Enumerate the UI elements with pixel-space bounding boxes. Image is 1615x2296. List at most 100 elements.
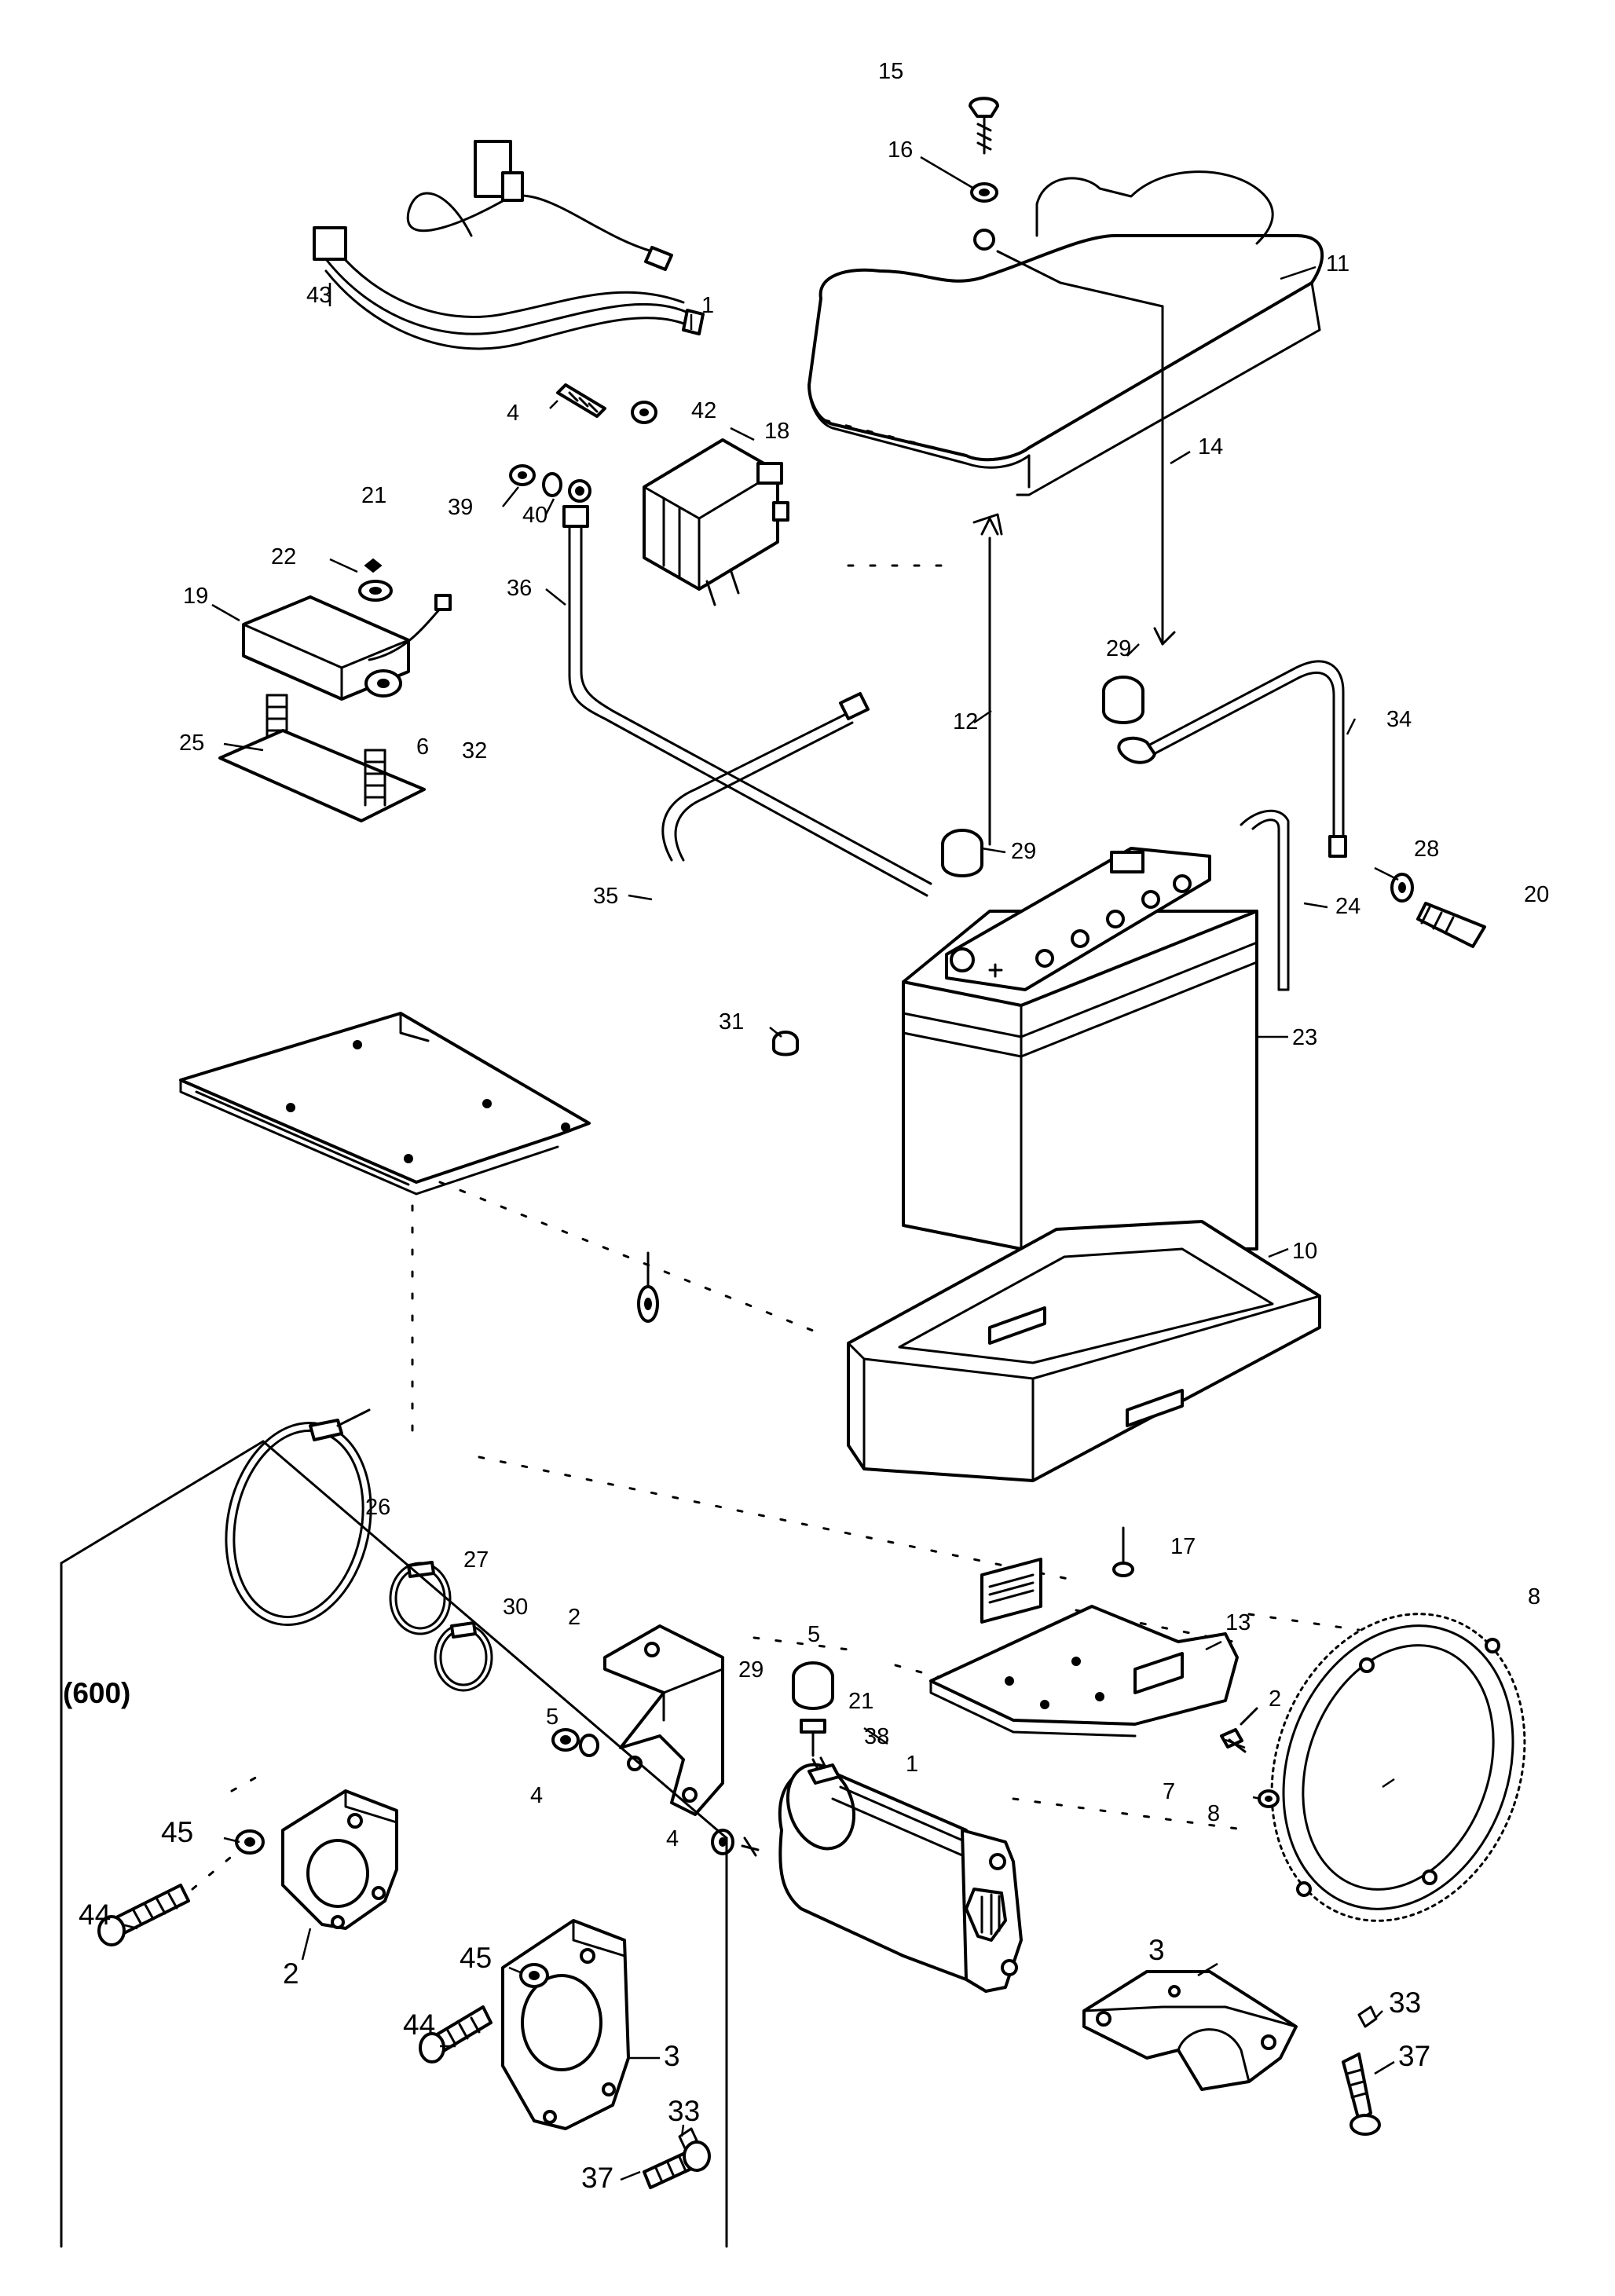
ring-gear <box>1270 1613 1526 1922</box>
callout-c28: 28 <box>1414 837 1439 862</box>
battery <box>902 847 1258 1251</box>
callout-c37-right: 37 <box>1398 2040 1430 2072</box>
callout-c30: 30 <box>503 1595 528 1620</box>
nut-washer-5 <box>551 1728 599 1757</box>
wiring-harness <box>313 140 705 350</box>
right-bracket <box>1082 1970 1298 2091</box>
callout-c33-box: 33 <box>668 2095 700 2127</box>
callout-c2-bracket: 2 <box>568 1605 580 1630</box>
callout-c23: 23 <box>1292 1025 1317 1050</box>
callout-c29-top: 29 <box>1106 636 1131 661</box>
box-screw <box>643 2127 711 2189</box>
callout-c19: 19 <box>183 584 208 609</box>
variant-box-title: (600) <box>63 1677 130 1709</box>
starter-washers <box>711 1829 760 1857</box>
large-hose-clamp <box>225 1408 372 1627</box>
callout-c27: 27 <box>463 1547 489 1573</box>
callout-c39: 39 <box>448 495 473 520</box>
callout-c45-a: 45 <box>161 1816 193 1848</box>
callout-c3-right: 3 <box>1148 1934 1165 1966</box>
variant-box <box>60 1440 728 2248</box>
terminal-caps <box>941 676 1144 877</box>
box-fastener-a <box>97 1829 265 1946</box>
callout-c34: 34 <box>1386 707 1412 732</box>
vent-hose <box>1240 809 1290 991</box>
callout-c8-ring: 8 <box>1528 1584 1540 1609</box>
callout-c8-washer: 8 <box>1207 1801 1220 1826</box>
callout-c5-mid: 5 <box>546 1705 558 1730</box>
callout-c35: 35 <box>593 884 618 909</box>
terminal-bolt <box>1390 873 1486 948</box>
battery-strap <box>1153 328 1176 646</box>
callout-c13: 13 <box>1225 1610 1251 1635</box>
callout-c33-right: 33 <box>1389 1987 1421 2019</box>
callout-c25-left: 25 <box>179 731 204 756</box>
ring-terminal <box>637 1251 659 1323</box>
upper-bracket <box>603 1624 724 1816</box>
callout-c20: 20 <box>1524 882 1549 907</box>
regulator <box>242 558 452 701</box>
callout-c43: 43 <box>306 283 331 308</box>
box-bracket-2 <box>281 1789 398 1930</box>
callout-c5-top: 5 <box>808 1622 820 1647</box>
cable-36 <box>562 505 932 897</box>
mounting-plate <box>929 1558 1239 1738</box>
callout-c3-box: 3 <box>664 2040 680 2072</box>
cable-35 <box>661 692 870 862</box>
small-washers <box>509 464 591 503</box>
callout-c4-b: 4 <box>666 1826 679 1851</box>
callout-c18: 18 <box>764 419 789 444</box>
callout-c17: 17 <box>1170 1534 1196 1559</box>
callout-c40-top: 40 <box>522 503 547 528</box>
callout-c21-top: 21 <box>361 483 386 508</box>
callout-c29-low: 29 <box>738 1657 764 1683</box>
callout-c4-a: 4 <box>530 1783 543 1808</box>
callout-c42: 42 <box>691 398 716 423</box>
callout-c37-box: 37 <box>581 2162 613 2194</box>
bolt-17 <box>1112 1526 1134 1577</box>
callout-c6-32: 6 <box>416 734 429 760</box>
right-screw <box>1342 2005 1381 2136</box>
callout-c11: 11 <box>1326 251 1349 276</box>
callout-c24: 24 <box>1335 894 1360 919</box>
callout-c44-a: 44 <box>79 1899 111 1931</box>
callout-c2-right: 2 <box>1269 1686 1281 1712</box>
callout-c22: 22 <box>271 544 296 569</box>
callout-c16: 16 <box>888 137 913 163</box>
support-shelf <box>179 1012 591 1196</box>
spring-and-plate <box>218 694 426 822</box>
callout-c44-b: 44 <box>403 2009 435 2041</box>
relay-screw <box>556 383 657 424</box>
callout-c14: 14 <box>1198 434 1223 460</box>
callout-c1-starter: 1 <box>906 1752 918 1777</box>
starter-terminal-cap <box>792 1661 834 1757</box>
ring-gear-fastener <box>1220 1707 1280 1808</box>
callout-c4-top: 4 <box>507 401 519 426</box>
callout-c7: 7 <box>1163 1779 1175 1804</box>
nut-31 <box>772 1031 799 1056</box>
callout-c10: 10 <box>1292 1239 1317 1264</box>
box-fastener-b <box>419 1963 549 2063</box>
callout-c36: 36 <box>507 576 532 601</box>
cable-34 <box>1117 660 1347 858</box>
cover-bolt <box>969 97 999 203</box>
callout-c15: 15 <box>878 59 903 84</box>
battery-tray <box>847 1220 1321 1482</box>
starter-motor <box>778 1756 1023 1993</box>
callout-c26: 26 <box>365 1495 390 1520</box>
callout-c21-low: 21 <box>848 1689 873 1714</box>
callout-c12: 12 <box>953 709 978 734</box>
callout-c29-mid: 29 <box>1011 839 1036 864</box>
strap-12 <box>972 513 1003 846</box>
leader-lines <box>121 156 1399 2181</box>
callout-c45-b: 45 <box>460 1942 492 1974</box>
box-bracket-3 <box>501 1919 630 2130</box>
callout-c31: 31 <box>719 1009 744 1034</box>
callout-c38: 38 <box>864 1724 889 1749</box>
small-clamp-27 <box>389 1561 452 1635</box>
starter-relay <box>643 438 789 606</box>
battery-cover <box>808 170 1324 496</box>
